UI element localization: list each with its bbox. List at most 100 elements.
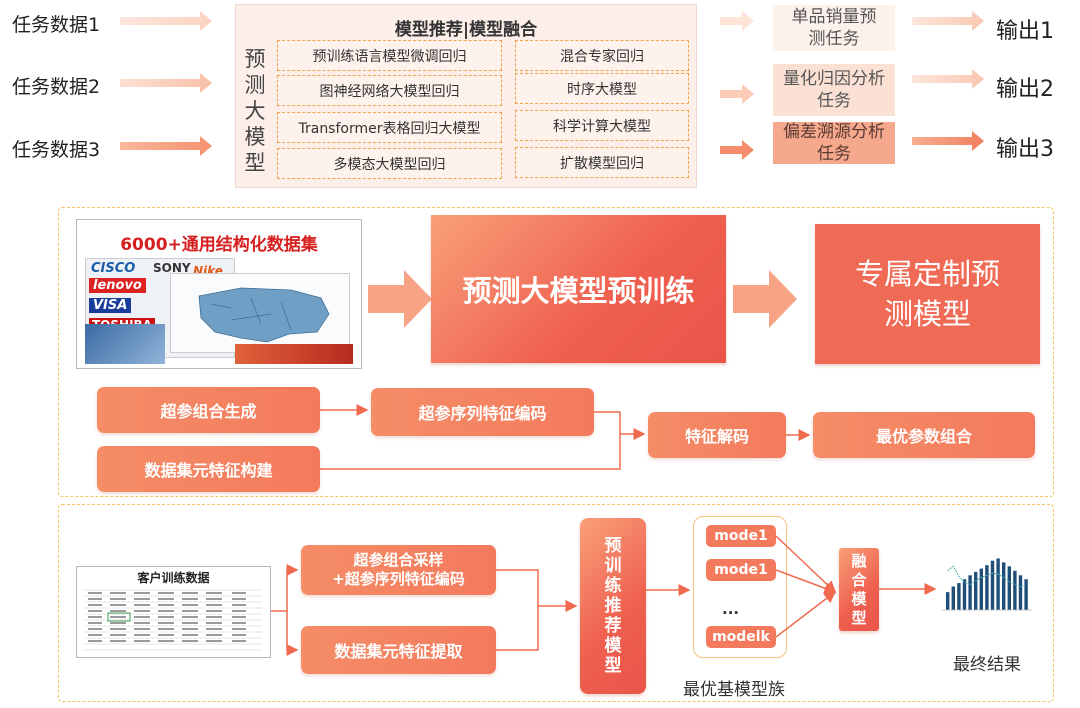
- task-text: 任务: [817, 91, 851, 111]
- vertical-char: 测: [244, 73, 266, 97]
- vertical-char: 型: [244, 151, 266, 175]
- pretrain-section: [58, 207, 1054, 497]
- base-model-1: mode1: [706, 525, 776, 547]
- brand-word: CISCO: [91, 261, 136, 276]
- recommend-char: 练: [604, 576, 622, 596]
- custom-model-text: 专属定制预: [854, 257, 1000, 291]
- fusion-char: 融: [851, 551, 867, 570]
- inference-section: [58, 504, 1054, 702]
- method-left-3: Transformer表格回归大模型: [277, 112, 502, 143]
- input-arrows: [120, 11, 212, 156]
- custom-model-box: 专属定制预测模型: [815, 224, 1040, 364]
- result-bar: [962, 579, 967, 610]
- dataset-title: 6000+通用结构化数据集: [120, 235, 318, 255]
- result-bar: [1002, 562, 1006, 610]
- final-result-chart: [942, 558, 1032, 611]
- client-data-table-icon: [84, 589, 262, 651]
- vertical-label-prediction-model: 预 测 大 模 型: [240, 46, 270, 176]
- result-bar: [1013, 570, 1017, 610]
- brand-word: SONY: [153, 261, 191, 275]
- model-family-caption: 最优基模型族: [683, 680, 785, 700]
- task-text: 单品销量预: [791, 7, 877, 27]
- result-bar: [951, 586, 955, 610]
- method-right-4: 扩散模型回归: [515, 147, 689, 178]
- sample-encode-text: 超参组合采样: [353, 551, 444, 569]
- output-arrows: [912, 11, 984, 151]
- recommend-char: 训: [604, 556, 622, 576]
- result-bar: [968, 575, 972, 610]
- result-bar: [1024, 579, 1028, 610]
- model-family-group: [693, 516, 787, 658]
- result-bar: [974, 571, 978, 610]
- sample-encode-box: 超参组合采样+超参序列特征编码: [301, 545, 496, 595]
- result-bar: [1018, 575, 1023, 610]
- meta-extract-box: 数据集元特征提取: [301, 626, 496, 674]
- task-text: 量化归因分析: [783, 69, 885, 89]
- arrow-to-pretrain: [368, 270, 432, 328]
- result-bar: [990, 560, 995, 610]
- brand-word: VISA: [89, 298, 132, 313]
- fusion-char: 模: [851, 589, 867, 608]
- fusion-model-box: 融 合 模 型: [839, 548, 879, 631]
- best-params-box: 最优参数组合: [813, 412, 1035, 458]
- meta-feature-build-box: 数据集元特征构建: [97, 446, 320, 492]
- result-bar: [996, 558, 1000, 610]
- task-text: 偏差溯源分析: [783, 122, 885, 142]
- dataset-collage-image: CISCO SONY Nike lenovo VISA TOSHIBA: [85, 258, 353, 364]
- task-text: 测任务: [808, 29, 860, 49]
- input-label-2: 任务数据2: [12, 76, 101, 98]
- result-bar: [979, 568, 983, 610]
- fusion-char: 合: [851, 570, 867, 589]
- base-model-2: mode1: [706, 559, 776, 581]
- recommend-model-box: 预 训 练 推 荐 模 型: [580, 518, 646, 694]
- final-result-caption: 最终结果: [953, 655, 1021, 675]
- recommend-char: 型: [604, 656, 622, 676]
- input-label-3: 任务数据3: [12, 139, 101, 161]
- output-label-3: 输出3: [996, 137, 1054, 162]
- base-model-ellipsis: ...: [722, 600, 740, 618]
- task-sales-forecast: 单品销量预测任务: [773, 5, 895, 51]
- result-line: [947, 565, 1027, 588]
- client-data-title: 客户训练数据: [137, 571, 210, 585]
- input-label-1: 任务数据1: [12, 14, 101, 36]
- method-right-1: 混合专家回归: [515, 40, 689, 71]
- photo-icon: [85, 324, 165, 364]
- sample-encode-text: +超参序列特征编码: [332, 570, 465, 588]
- method-left-4: 多模态大模型回归: [277, 148, 502, 179]
- vertical-char: 模: [244, 125, 266, 149]
- result-bar: [946, 592, 950, 610]
- vertical-char: 预: [244, 47, 266, 71]
- task-arrows: [720, 11, 754, 160]
- output-label-1: 输出1: [996, 19, 1054, 44]
- usa-map-icon: [198, 287, 330, 343]
- recommend-char: 预: [604, 536, 622, 556]
- pretrain-box: 预测大模型预训练: [431, 215, 726, 363]
- method-right-3: 科学计算大模型: [515, 110, 689, 141]
- method-right-2: 时序大模型: [515, 73, 689, 104]
- arrow-to-custom: [733, 270, 797, 328]
- recommend-char: 推: [604, 596, 622, 616]
- task-deviation-trace: 偏差溯源分析任务: [773, 122, 895, 164]
- recommend-char: 荐: [604, 616, 622, 636]
- result-bar: [1007, 566, 1011, 610]
- recommend-char: 模: [604, 636, 622, 656]
- base-model-k: modelk: [706, 626, 776, 648]
- result-bar: [985, 565, 989, 610]
- custom-model-text: 测模型: [883, 297, 971, 331]
- brand-word: lenovo: [89, 278, 146, 293]
- hyperparam-encoding-box: 超参序列特征编码: [371, 388, 594, 436]
- method-left-2: 图神经网络大模型回归: [277, 75, 502, 106]
- map-card: [170, 273, 350, 353]
- fusion-char: 型: [851, 608, 867, 627]
- feature-decode-box: 特征解码: [648, 412, 786, 458]
- result-bar: [957, 583, 961, 610]
- task-text: 任务: [817, 144, 851, 164]
- hyperparam-generation-box: 超参组合生成: [97, 387, 320, 433]
- photo-strip-icon: [235, 344, 353, 364]
- vertical-char: 大: [244, 99, 266, 123]
- task-attribution-analysis: 量化归因分析任务: [773, 64, 895, 116]
- method-left-1: 预训练语言模型微调回归: [277, 40, 502, 71]
